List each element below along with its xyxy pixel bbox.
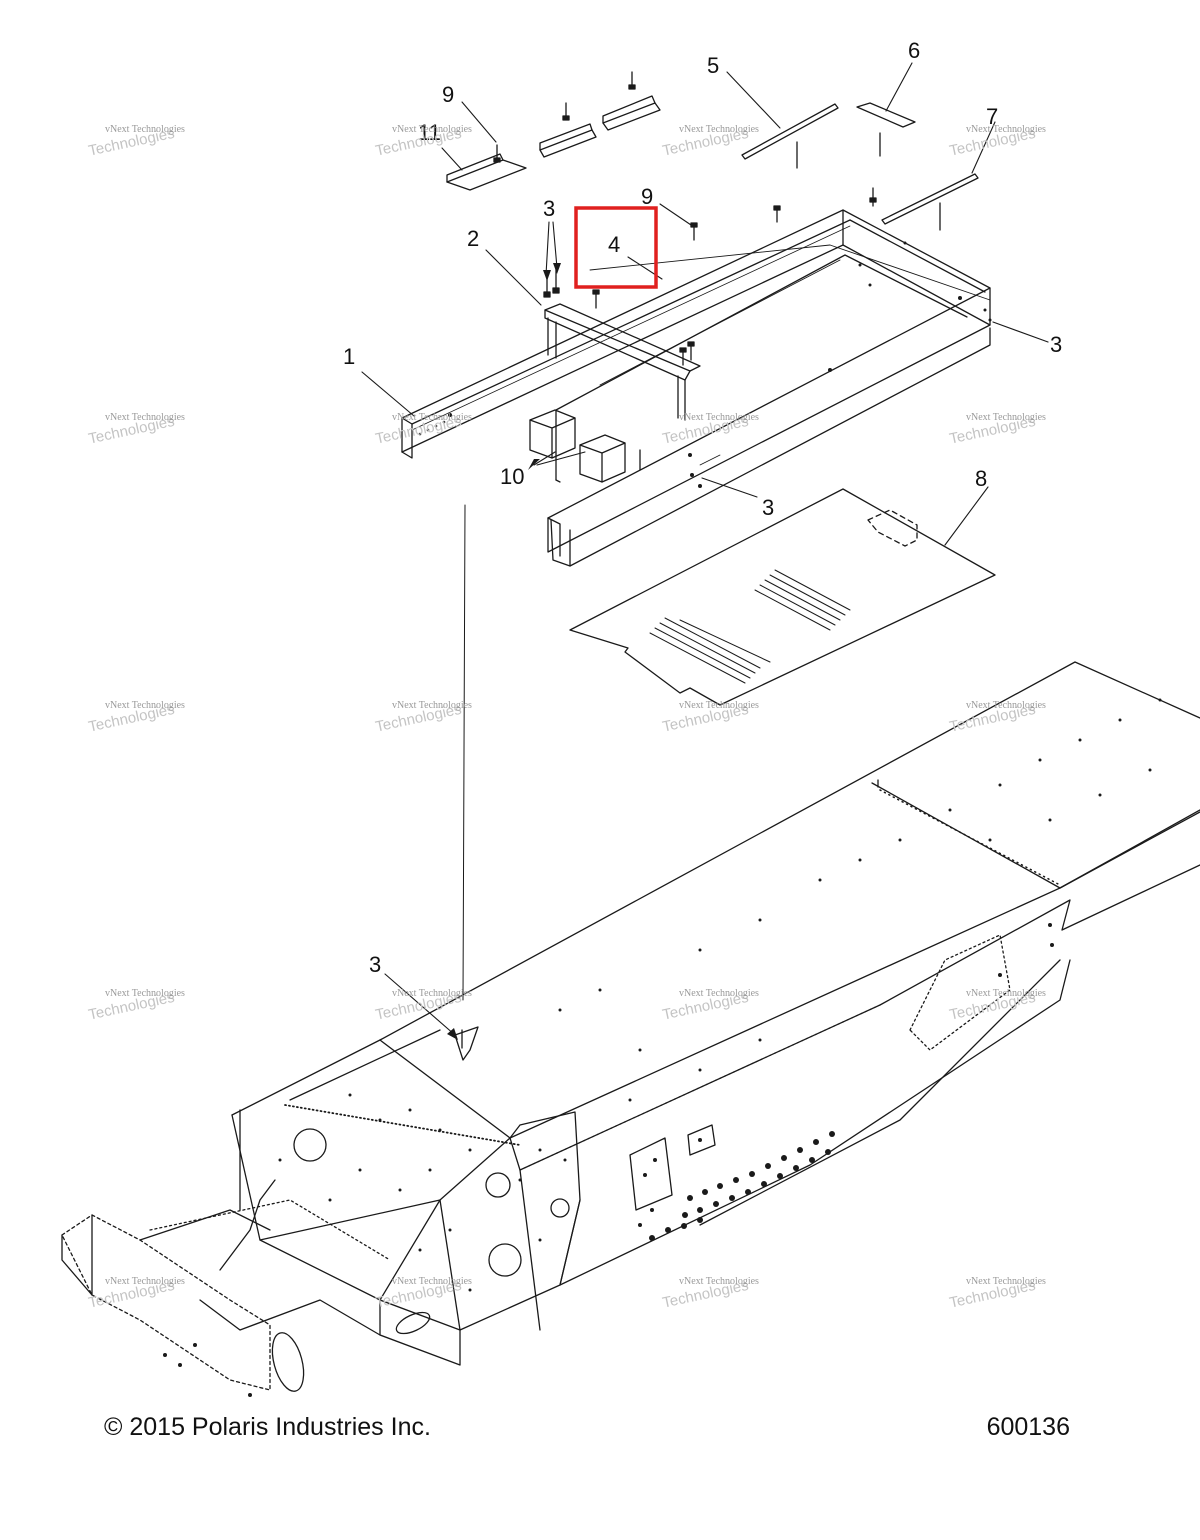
callout-3: 3 — [369, 952, 381, 977]
arrowhead — [447, 1028, 458, 1040]
callout-9: 9 — [641, 184, 653, 209]
watermark-text: vNext Technologies — [105, 124, 185, 135]
arrowhead — [528, 459, 540, 470]
strip-7 — [881, 173, 979, 231]
callout-3: 3 — [543, 196, 555, 221]
frame-bolts — [543, 187, 877, 366]
watermark-text: vNext Technologies — [105, 1276, 185, 1287]
callout-8: 8 — [975, 466, 987, 491]
leader-lines — [361, 62, 1049, 1036]
strip-5 — [741, 103, 839, 169]
watermark-text: vNext Technologies — [679, 988, 759, 999]
watermark-text: vNext Technologies — [966, 988, 1046, 999]
watermark-text: vNext Technologies — [966, 124, 1046, 135]
watermark-text: vNext Technologies — [679, 1276, 759, 1287]
strip-6 — [856, 102, 916, 157]
arrowhead — [543, 270, 551, 281]
alignment-line — [462, 504, 466, 1001]
trim-pieces-11 — [446, 95, 661, 191]
watermark-text: vNext Technologies — [392, 700, 472, 711]
copyright-notice: © 2015 Polaris Industries Inc. — [104, 1413, 431, 1441]
watermark-text: vNext Technologies — [966, 412, 1046, 423]
callout-6: 6 — [908, 38, 920, 63]
floor-mat-8 — [569, 488, 996, 706]
watermark-text: vNext Technologies — [392, 988, 472, 999]
watermark-text: vNext Technologies — [966, 700, 1046, 711]
watermarks: Technologies vNext Technologies Technolo… — [87, 124, 1046, 1312]
callout-4: 4 — [608, 232, 620, 257]
callout-11: 11 — [418, 120, 441, 145]
callout-10: 10 — [500, 464, 524, 489]
arrowhead — [553, 263, 561, 274]
frame-assembly-1 — [401, 209, 992, 567]
callout-7: 7 — [986, 104, 998, 129]
blocks-10 — [529, 409, 626, 483]
watermark-text: vNext Technologies — [105, 988, 185, 999]
watermark-text: vNext Technologies — [966, 1276, 1046, 1287]
highlight-box — [574, 206, 658, 289]
watermark-text: vNext Technologies — [392, 1276, 472, 1287]
watermark-text: vNext Technologies — [105, 700, 185, 711]
callout-3: 3 — [762, 495, 774, 520]
callout-2: 2 — [467, 226, 479, 251]
drawing-number: 600136 — [986, 1413, 1070, 1441]
callout-5: 5 — [707, 53, 719, 78]
callout-1: 1 — [343, 344, 355, 369]
callout-9: 9 — [442, 82, 454, 107]
watermark-text: vNext Technologies — [392, 124, 472, 135]
cross-brace-2 — [544, 303, 701, 421]
watermark-text: vNext Technologies — [679, 124, 759, 135]
watermark-text: vNext Technologies — [105, 412, 185, 423]
watermark-text: vNext Technologies — [679, 700, 759, 711]
callout-labels: 1 2 3 3 3 3 4 5 6 7 8 9 9 10 11 — [343, 38, 1062, 977]
watermark-text: vNext Technologies — [392, 412, 472, 423]
watermark-text: vNext Technologies — [679, 412, 759, 423]
callout-3: 3 — [1050, 332, 1062, 357]
rivet-holes — [163, 698, 1162, 1397]
chassis-tunnel — [61, 661, 1200, 1397]
bolts-9-top — [493, 71, 636, 163]
